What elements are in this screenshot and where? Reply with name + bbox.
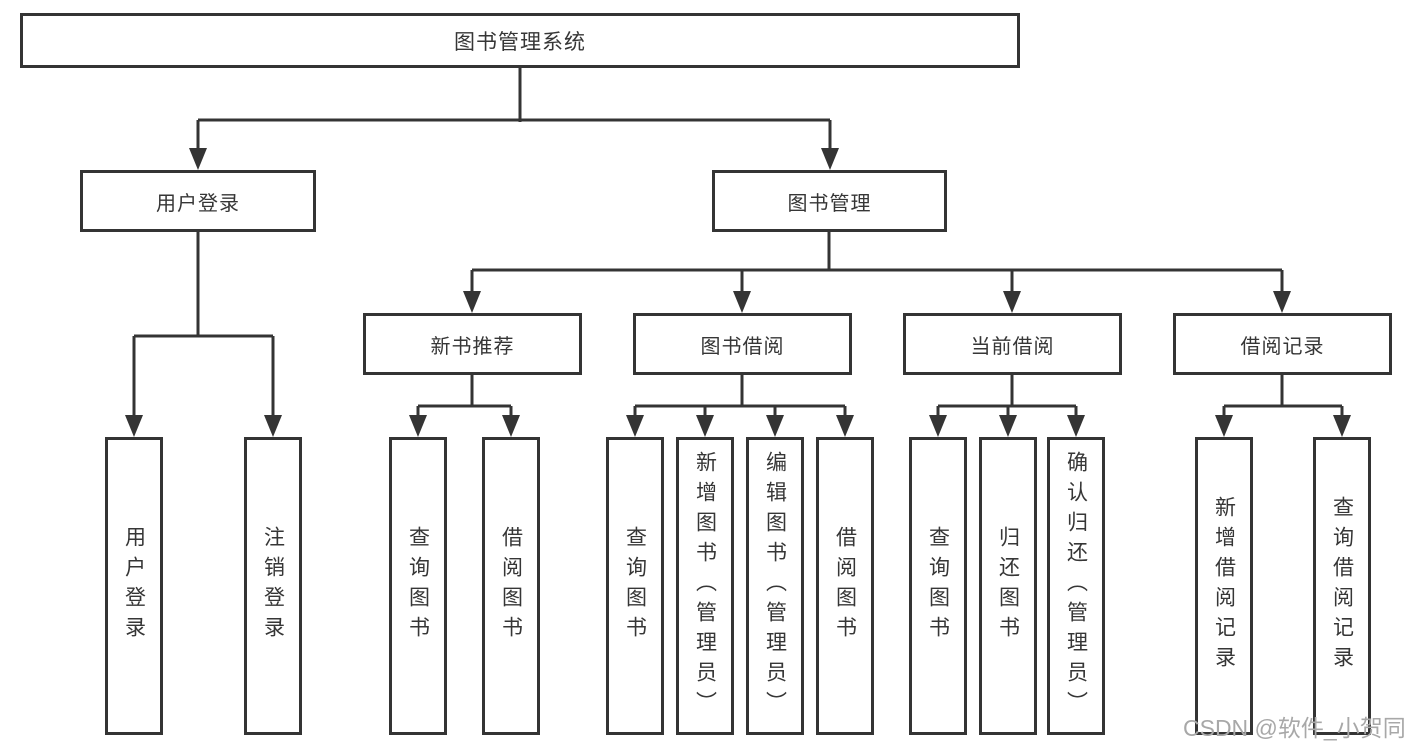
leaf-query-borrow-record: 查询借阅记录 (1313, 437, 1371, 735)
leaf-logout-label: 注销登录 (261, 526, 285, 646)
leaf-newbook-borrow-books-label: 借阅图书 (499, 526, 523, 646)
leaf-borrow-books-label: 借阅图书 (833, 526, 857, 646)
node-new-book-recommend-label: 新书推荐 (430, 335, 515, 358)
connector-stems (132, 68, 1344, 419)
leaf-return-books: 归还图书 (979, 437, 1037, 735)
watermark: CSDN @软件_小贺同学 (1183, 715, 1405, 741)
leaf-user-login: 用户登录 (105, 437, 163, 735)
leaf-return-books-label: 归还图书 (996, 526, 1020, 646)
node-current-borrow: 当前借阅 (903, 313, 1122, 375)
node-book-borrow: 图书借阅 (633, 313, 852, 375)
node-book-management: 图书管理 (712, 170, 947, 232)
node-borrow-record: 借阅记录 (1173, 313, 1392, 375)
leaf-newbook-query-books-label: 查询图书 (406, 526, 430, 646)
leaf-newbook-query-books: 查询图书 (389, 437, 447, 735)
node-current-borrow-label: 当前借阅 (970, 335, 1055, 358)
leaf-edit-books-admin-label: 编辑图书（管理员） (763, 451, 787, 721)
node-book-management-label: 图书管理 (787, 192, 872, 215)
node-borrow-record-label: 借阅记录 (1240, 335, 1325, 358)
node-root-system-label: 图书管理系统 (454, 30, 586, 54)
arrowheads (125, 148, 1351, 437)
node-new-book-recommend: 新书推荐 (363, 313, 582, 375)
leaf-add-books-admin-label: 新增图书（管理员） (693, 451, 717, 721)
leaf-newbook-borrow-books: 借阅图书 (482, 437, 540, 735)
leaf-add-borrow-record: 新增借阅记录 (1195, 437, 1253, 735)
node-user-login-label: 用户登录 (156, 192, 240, 215)
leaf-borrow-query-books-label: 查询图书 (623, 526, 647, 646)
leaf-logout: 注销登录 (244, 437, 302, 735)
node-user-login: 用户登录 (80, 170, 316, 232)
leaf-user-login-label: 用户登录 (122, 526, 146, 646)
leaf-edit-books-admin: 编辑图书（管理员） (746, 437, 804, 735)
leaf-query-borrow-record-label: 查询借阅记录 (1330, 496, 1354, 676)
leaf-borrow-books: 借阅图书 (816, 437, 874, 735)
leaf-borrow-query-books: 查询图书 (606, 437, 664, 735)
leaf-add-books-admin: 新增图书（管理员） (676, 437, 734, 735)
leaf-current-query-books-label: 查询图书 (926, 526, 950, 646)
leaf-add-borrow-record-label: 新增借阅记录 (1212, 496, 1236, 676)
leaf-confirm-return-admin: 确认归还（管理员） (1047, 437, 1105, 735)
leaf-current-query-books: 查询图书 (909, 437, 967, 735)
leaf-confirm-return-admin-label: 确认归还（管理员） (1064, 451, 1088, 721)
node-root-system: 图书管理系统 (20, 13, 1020, 68)
node-book-borrow-label: 图书借阅 (700, 335, 785, 358)
